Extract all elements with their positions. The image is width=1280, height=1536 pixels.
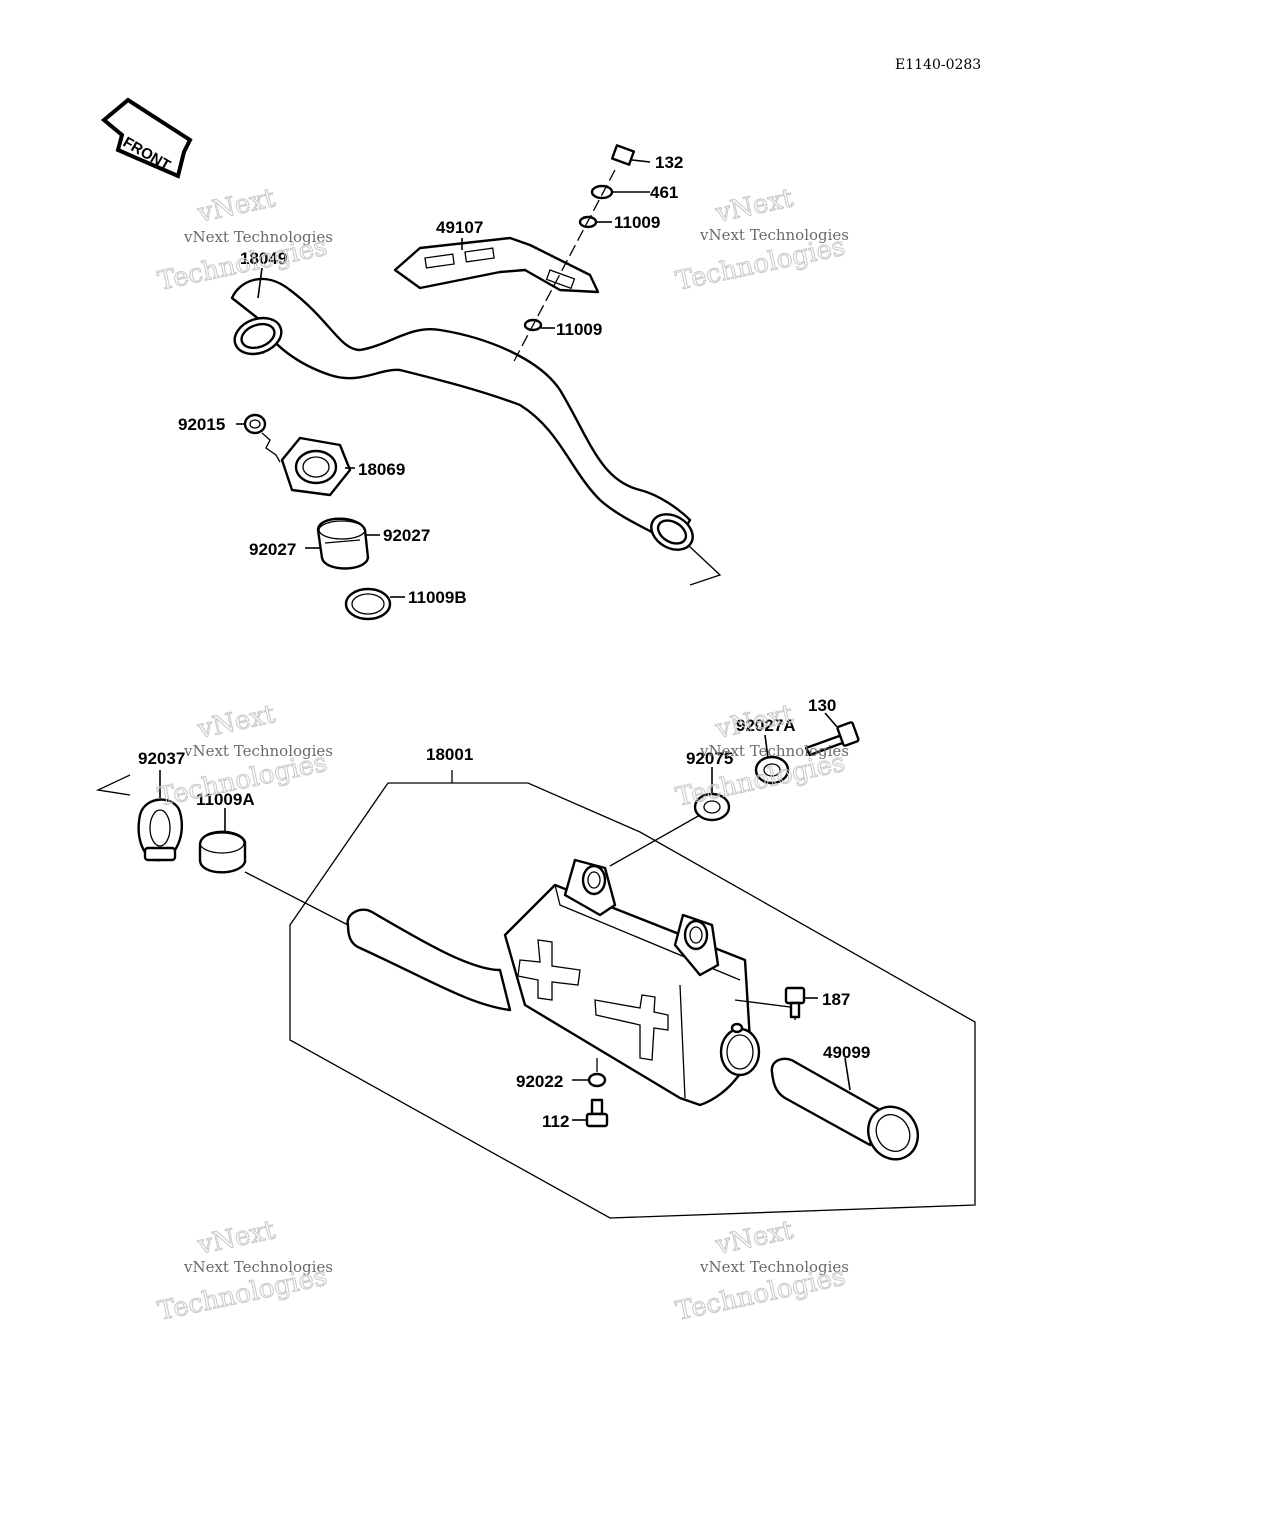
label-11009B: 11009B [408, 588, 467, 607]
label-92027A: 92027A [736, 716, 796, 735]
label-92075: 92075 [686, 749, 733, 768]
watermark-bottom-left: vNext Technologies vNext Technologies [155, 1215, 333, 1328]
front-arrow-icon: FRONT [100, 97, 193, 179]
watermark-top-left: vNext Technologies vNext Technologies [155, 183, 333, 298]
label-92027-right: 92027 [383, 526, 430, 545]
gasket-11009B-icon [344, 587, 405, 621]
bolt-130-icon [804, 712, 860, 757]
label-49099: 49099 [823, 1043, 870, 1062]
watermark-bottom-right: vNext Technologies vNext Technologies [673, 1215, 849, 1328]
grommet-92075-icon [693, 767, 731, 822]
svg-text:vNext: vNext [712, 1215, 796, 1261]
collar-92027-icon [305, 517, 380, 570]
svg-text:vNext: vNext [194, 183, 278, 229]
label-11009-mid: 11009 [556, 320, 602, 339]
label-130: 130 [808, 696, 836, 715]
label-187: 187 [822, 990, 850, 1009]
svg-text:vNext: vNext [712, 699, 796, 745]
svg-text:vNext: vNext [712, 183, 796, 229]
svg-text:vNext Technologies: vNext Technologies [183, 742, 333, 760]
collar-92027A-icon [754, 734, 790, 785]
gasket-11009-mid-icon [523, 318, 555, 332]
svg-text:vNext: vNext [194, 699, 278, 745]
muffler-assembly-outline [289, 770, 976, 1219]
svg-text:vNext Technologies: vNext Technologies [699, 742, 849, 760]
sleeve-11009A-icon [198, 808, 247, 874]
svg-text:vNext Technologies: vNext Technologies [699, 1258, 849, 1276]
watermark-mid-right: vNext Technologies vNext Technologies [673, 699, 849, 814]
nut-461-icon [590, 184, 650, 200]
bolt-187-icon [784, 986, 818, 1019]
svg-text:vNext: vNext [194, 1215, 278, 1261]
label-49107: 49107 [436, 218, 483, 237]
nut-92015-icon [236, 413, 281, 463]
label-11009A: 11009A [196, 790, 255, 809]
gasket-92022-icon [572, 1072, 607, 1088]
bolt-132-icon [610, 144, 651, 166]
label-18001: 18001 [426, 745, 473, 764]
flange-18069-icon [280, 436, 355, 497]
label-92015: 92015 [178, 415, 225, 434]
label-18049: 18049 [240, 249, 287, 268]
diagram-code: E1140-0283 [895, 57, 981, 73]
svg-text:vNext Technologies: vNext Technologies [183, 228, 333, 246]
svg-text:vNext Technologies: vNext Technologies [699, 226, 849, 244]
label-132: 132 [655, 153, 683, 172]
label-18069: 18069 [358, 460, 405, 479]
label-112: 112 [542, 1112, 569, 1131]
label-92037: 92037 [138, 749, 185, 768]
clamp-92037-icon [95, 770, 183, 862]
gasket-11009-top-icon [578, 215, 612, 229]
bracket [393, 236, 600, 294]
tailpipe-49099-icon [770, 1057, 919, 1161]
header-pipe [230, 277, 722, 586]
label-92027-left: 92027 [249, 540, 296, 559]
bolt-112-icon [572, 1098, 609, 1128]
svg-text:vNext Technologies: vNext Technologies [183, 1258, 333, 1276]
label-92022: 92022 [516, 1072, 563, 1091]
label-461: 461 [650, 183, 678, 202]
watermark-top-right: vNext Technologies vNext Technologies [673, 183, 849, 298]
label-11009-top: 11009 [614, 213, 660, 232]
muffler [346, 858, 761, 1107]
